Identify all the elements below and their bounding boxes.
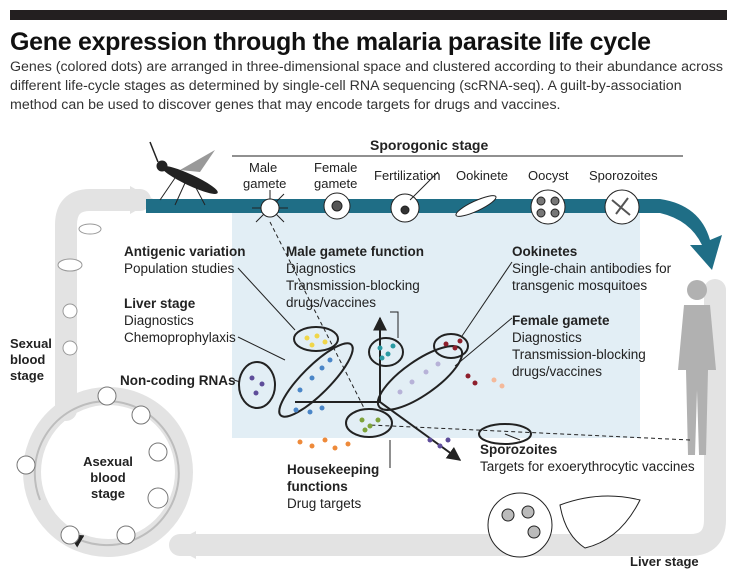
- antigenic-line-1: Population studies: [124, 261, 235, 276]
- mosquito-icon: [149, 141, 218, 206]
- cluster-ookinetes: [433, 333, 469, 359]
- top-rule: [10, 10, 727, 20]
- dots-blue: [293, 357, 333, 415]
- female-line-2: Transmission-blocking: [512, 347, 646, 362]
- dots-orange: [297, 437, 351, 451]
- oocyst-icon: [530, 189, 566, 225]
- human-icon: [678, 280, 716, 455]
- annotation-female: Female gamete Diagnostics Transmission-b…: [512, 313, 646, 379]
- sporozoites-line-1: Targets for exoerythrocytic vaccines: [480, 459, 695, 474]
- dots-green: [359, 417, 381, 433]
- dots-dark-red: [443, 338, 478, 386]
- male-title: Male gamete function: [286, 244, 424, 259]
- stage-cells: [252, 171, 640, 225]
- fertilization-icon: [390, 171, 439, 223]
- gene-clusters: [238, 326, 532, 445]
- stage-sporozoites: Sporozoites: [589, 168, 658, 183]
- cluster-sporozoites: [478, 423, 532, 445]
- liver-line-2: Chemoprophylaxis: [124, 330, 236, 345]
- female-line-3: drugs/vaccines: [512, 364, 602, 379]
- sexual-stage-label-2: blood: [10, 352, 45, 367]
- asexual-stage-cells: [16, 386, 169, 545]
- dots-purple: [249, 375, 451, 449]
- stage-oocyst: Oocyst: [528, 168, 569, 183]
- annotation-housekeeping: Housekeeping functions Drug targets: [287, 462, 379, 511]
- female-title: Female gamete: [512, 313, 610, 328]
- cluster-female: [376, 345, 464, 411]
- stage-fertilization: Fertilization: [374, 168, 440, 183]
- sporozoite-icon: [604, 189, 640, 225]
- stage-female-2: gamete: [314, 176, 357, 191]
- antigenic-title: Antigenic variation: [124, 244, 246, 259]
- sporozoites-title: Sporozoites: [480, 442, 557, 457]
- sporogonic-title: Sporogonic stage: [370, 137, 488, 153]
- cluster-male: [368, 337, 404, 367]
- stage-ookinete: Ookinete: [456, 168, 508, 183]
- ookinetes-line-2: transgenic mosquitoes: [512, 278, 647, 293]
- cluster-noncoding: [238, 361, 276, 409]
- sporogonic-labels: Male gamete Female gamete Fertilization …: [243, 160, 658, 191]
- dots-peach: [491, 377, 505, 389]
- liver-line-1: Diagnostics: [124, 313, 194, 328]
- annotation-male: Male gamete function Diagnostics Transmi…: [286, 244, 424, 310]
- male-line-3: drugs/vaccines: [286, 295, 376, 310]
- gene-dots: [249, 333, 505, 451]
- liver-icon: [487, 492, 641, 558]
- mosquito-band-arrow: [660, 199, 722, 270]
- stage-male-2: gamete: [243, 176, 286, 191]
- dots-yellow: [304, 333, 328, 348]
- stage-male-1: Male: [249, 160, 277, 175]
- cluster-antigenic: [293, 326, 339, 352]
- annotation-sporozoites: Sporozoites Targets for exoerythrocytic …: [480, 442, 695, 474]
- female-gamete-icon: [323, 192, 351, 220]
- male-line-2: Transmission-blocking: [286, 278, 420, 293]
- male-line-1: Diagnostics: [286, 261, 356, 276]
- cycle-arrowhead-bottom: [170, 531, 196, 559]
- ookinetes-title: Ookinetes: [512, 244, 577, 259]
- figure-subtitle: Genes (colored dots) are arranged in thr…: [10, 59, 723, 113]
- cycle-arrow: [55, 189, 726, 556]
- liver-stage-label: Liver stage: [630, 554, 699, 569]
- annotation-leaders: [233, 261, 521, 468]
- liver-title: Liver stage: [124, 296, 196, 311]
- figure-title: Gene expression through the malaria para…: [10, 28, 651, 56]
- dots-teal: [377, 343, 396, 361]
- asexual-stage-label-3: stage: [91, 486, 125, 501]
- stage-female-1: Female: [314, 160, 357, 175]
- male-gamete-icon: [252, 190, 288, 223]
- cluster-housekeeping: [345, 408, 393, 438]
- cycle-arrowhead-top: [130, 186, 155, 214]
- housekeeping-title-1: Housekeeping: [287, 462, 379, 477]
- annotation-ookinetes: Ookinetes Single-chain antibodies for tr…: [512, 244, 672, 293]
- dots-lavender: [397, 361, 441, 395]
- sexual-stage-label-3: stage: [10, 368, 44, 383]
- ookinetes-line-1: Single-chain antibodies for: [512, 261, 672, 276]
- ookinete-icon: [455, 195, 497, 217]
- gene-space-axes: [295, 316, 462, 461]
- housekeeping-title-2: functions: [287, 479, 348, 494]
- annotation-liver: Liver stage Diagnostics Chemoprophylaxis: [124, 296, 236, 345]
- asexual-stage-label-2: blood: [90, 470, 125, 485]
- dashed-leaders: [269, 221, 691, 441]
- asexual-stage-label-1: Asexual: [83, 454, 133, 469]
- annotation-antigenic: Antigenic variation Population studies: [124, 244, 246, 276]
- sexual-stage-label-1: Sexual: [10, 336, 52, 351]
- female-line-1: Diagnostics: [512, 330, 582, 345]
- cluster-liver: [278, 342, 354, 418]
- sexual-stage-cells: [57, 223, 102, 356]
- noncoding-title: Non-coding RNAs: [120, 373, 236, 388]
- housekeeping-line-1: Drug targets: [287, 496, 362, 511]
